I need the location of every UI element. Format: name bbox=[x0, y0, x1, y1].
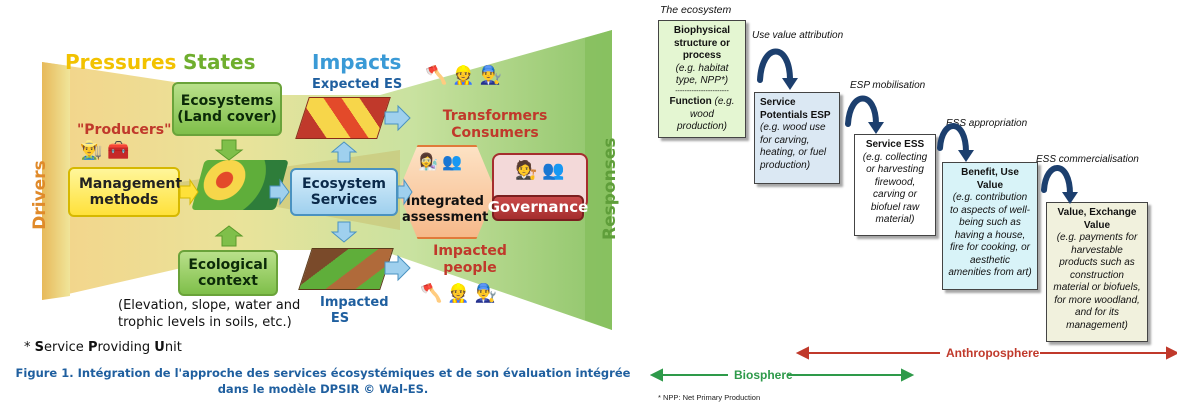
step5-title: Value, Exchange Value bbox=[1057, 207, 1137, 231]
footnote-ervice: ervice bbox=[44, 340, 88, 355]
governance-box: Governance bbox=[488, 195, 588, 221]
curve-head-1 bbox=[782, 78, 798, 90]
step3-title: Service ESS bbox=[865, 139, 925, 150]
step-biophysical: Biophysical structure or process (e.g. h… bbox=[658, 20, 746, 138]
step-service-ess: Service ESS (e.g. collecting or harvesti… bbox=[854, 134, 936, 236]
curve-arrow-2 bbox=[845, 95, 879, 127]
biosphere-label: Biosphere bbox=[734, 368, 793, 382]
header-states: States bbox=[183, 50, 256, 74]
ecosystems-box: Ecosystems (Land cover) bbox=[172, 82, 282, 136]
step-benefit: Benefit, Use Value (e.g. contribution to… bbox=[942, 162, 1038, 290]
footnote-s: S bbox=[34, 340, 45, 355]
header-pressures: Pressures bbox=[65, 50, 177, 74]
expected-es-label: Expected ES bbox=[312, 77, 403, 92]
step4-note: (e.g. contribution to aspects of well-be… bbox=[948, 192, 1032, 278]
npp-footnote: * NPP: Net Primary Production bbox=[658, 393, 761, 402]
footnote-prefix: * bbox=[24, 340, 35, 355]
header-impacts: Impacts bbox=[312, 50, 402, 74]
transition-esp-mobilisation: ESP mobilisation bbox=[850, 80, 926, 91]
curve-arrow-4 bbox=[1041, 165, 1073, 197]
arrow-es-up bbox=[330, 141, 358, 163]
governance-text: Governance bbox=[487, 198, 589, 217]
curve-arrow-1 bbox=[757, 48, 793, 83]
step1-function: Function bbox=[669, 96, 712, 108]
footnote-p: P bbox=[87, 340, 98, 355]
curve-head-3 bbox=[958, 150, 974, 162]
arrow-expected-right bbox=[384, 104, 411, 132]
cascade-curves bbox=[650, 48, 1177, 382]
step4-title: Benefit, Use Value bbox=[961, 167, 1019, 191]
ecosystem-services-text: Ecosystem Services bbox=[301, 175, 387, 208]
ecosystem-services-box: Ecosystem Services bbox=[290, 168, 398, 216]
arrow-map-to-es bbox=[269, 178, 290, 206]
dpsir-diagram: Pressures States Impacts Drivers Respons… bbox=[15, 30, 631, 396]
step-exchange-value: Value, Exchange Value (e.g. payments for… bbox=[1046, 202, 1148, 342]
arrow-ecosystems-down bbox=[214, 139, 244, 161]
impacted-people-icon: 🪓 👷 👨‍🔧 bbox=[420, 283, 498, 303]
producers-label: "Producers" bbox=[77, 122, 172, 138]
anthro-head-right bbox=[1166, 346, 1177, 360]
transition-ess-appropriation: ESS appropriation bbox=[946, 118, 1028, 129]
cascade-diagram: The ecosystem Biophysical structure or p… bbox=[650, 0, 1177, 405]
curve-head-4 bbox=[1062, 192, 1078, 204]
step1-divider: ----------------------- bbox=[675, 87, 729, 95]
step1-function-note: (e.g. wood production) bbox=[676, 96, 735, 133]
responses-band bbox=[585, 30, 612, 330]
consumers-icon: 🪓 👷 👨‍🔧 bbox=[425, 65, 503, 85]
producers-icon: 👨‍🌾 🧰 bbox=[80, 140, 130, 160]
step3-note: (e.g. collecting or harvesting firewood,… bbox=[862, 151, 928, 226]
step5-note: (e.g. payments for harvestable products … bbox=[1053, 232, 1141, 331]
step1-title: Biophysical structure or process bbox=[673, 25, 731, 61]
ecological-context-note: (Elevation, slope, water and trophic lev… bbox=[118, 298, 301, 330]
footnote-nit: nit bbox=[164, 340, 182, 355]
step2-title: Service Potentials ESP bbox=[760, 97, 831, 121]
dpsir-arrows bbox=[179, 104, 413, 282]
ecological-context-text: Ecological context bbox=[188, 256, 268, 289]
anthro-head-left bbox=[795, 346, 809, 360]
management-methods-box: Management methods bbox=[68, 167, 183, 217]
anthroposphere-label: Anthroposphere bbox=[946, 346, 1040, 360]
arrow-es-down bbox=[330, 221, 358, 243]
integrated-assessment-text: Integrated assessment bbox=[402, 194, 489, 225]
management-methods-text: Management methods bbox=[79, 175, 183, 208]
ecosystems-text: Ecosystems (Land cover) bbox=[177, 92, 277, 125]
footnote-u: U bbox=[154, 340, 165, 355]
arrow-impacted-right bbox=[384, 254, 411, 282]
transition-use-value: Use value attribution bbox=[752, 30, 844, 41]
transition-ess-commercialisation: ESS commercialisation bbox=[1036, 154, 1139, 165]
assessment-icon: 👩‍🔬 👥 bbox=[418, 154, 463, 171]
arrow-mgmt-right bbox=[179, 178, 199, 206]
step2-note: (e.g. wood use for carving, heating, or … bbox=[760, 122, 827, 171]
step-service-potentials: Service Potentials ESP (e.g. wood use fo… bbox=[754, 92, 840, 184]
bio-head-right bbox=[901, 368, 915, 382]
impacted-people-label: Impacted people bbox=[433, 243, 507, 276]
bio-head-left bbox=[650, 368, 663, 382]
arrow-context-up bbox=[214, 225, 244, 247]
transformers-consumers-label: Transformers Consumers bbox=[442, 108, 548, 141]
spu-footnote: * Service Providing Unit bbox=[24, 340, 182, 355]
ecosystem-title: The ecosystem bbox=[660, 4, 732, 16]
figure-caption: Figure 1. Intégration de l'approche des … bbox=[15, 366, 631, 396]
ecological-context-box: Ecological context bbox=[178, 250, 278, 296]
drivers-band bbox=[42, 62, 70, 300]
footnote-roviding: roviding bbox=[97, 340, 155, 355]
step1-note: (e.g. habitat type, NPP*) bbox=[675, 62, 729, 87]
governance-people-icon: 🧑‍⚖️ 👥 bbox=[515, 160, 565, 180]
arrow-es-to-ia bbox=[397, 178, 413, 206]
curve-head-2 bbox=[868, 122, 884, 134]
curve-arrow-3 bbox=[937, 123, 969, 155]
